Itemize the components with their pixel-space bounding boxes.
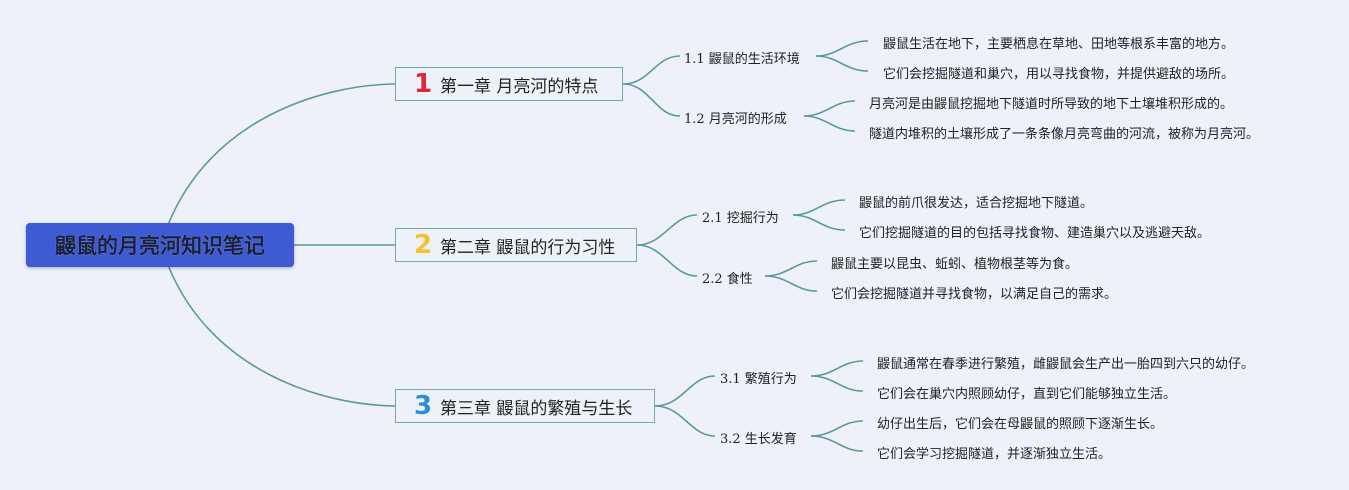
chapter-3-title: 第三章 鼹鼠的繁殖与生长 bbox=[440, 398, 633, 419]
ch1-to-sec-1-1-link bbox=[622, 55, 681, 85]
leaf-2-1-b[interactable]: 它们挖掘隧道的目的包括寻找食物、建造巢穴以及逃避天敌。 bbox=[859, 226, 1211, 241]
root-to-chapter-3-link bbox=[167, 264, 396, 407]
sec-2-2-to-leaf-b bbox=[764, 275, 818, 292]
leaf-2-2-b[interactable]: 它们会挖掘隧道并寻找食物，以满足自己的需求。 bbox=[831, 287, 1118, 302]
chapter-3-topic[interactable]: 3 第三章 鼹鼠的繁殖与生长 bbox=[395, 389, 655, 423]
root-topic[interactable]: 鼹鼠的月亮河知识笔记 bbox=[26, 223, 294, 267]
sec-3-2-to-leaf-b bbox=[810, 435, 864, 452]
section-3-2[interactable]: 3.2 生长发育 bbox=[720, 432, 797, 447]
sec-1-2-to-leaf-b bbox=[803, 115, 856, 132]
leaf-1-2-a[interactable]: 月亮河是由鼹鼠挖掘地下隧道时所导致的地下土壤堆积形成的。 bbox=[869, 97, 1234, 112]
section-3-1[interactable]: 3.1 繁殖行为 bbox=[720, 372, 797, 387]
number-1-icon: 1 bbox=[414, 69, 433, 99]
chapter-2-topic[interactable]: 2 第二章 鼹鼠的行为习性 bbox=[395, 228, 637, 262]
leaf-2-1-a[interactable]: 鼹鼠的前爪很发达，适合挖掘地下隧道。 bbox=[859, 196, 1094, 211]
number-2-icon: 2 bbox=[414, 230, 433, 260]
section-1-2[interactable]: 1.2 月亮河的形成 bbox=[684, 112, 787, 127]
ch2-to-sec-2-2-link bbox=[636, 244, 698, 277]
root-title: 鼹鼠的月亮河知识笔记 bbox=[55, 234, 265, 258]
root-to-chapter-1-link bbox=[167, 83, 396, 226]
ch1-to-sec-1-2-link bbox=[622, 83, 681, 117]
chapter-1-title: 第一章 月亮河的特点 bbox=[440, 76, 599, 97]
leaf-1-2-b[interactable]: 隧道内堆积的土壤形成了一条条像月亮弯曲的河流，被称为月亮河。 bbox=[869, 127, 1260, 142]
sec-1-1-to-leaf-b bbox=[815, 55, 869, 72]
chapter-2-title: 第二章 鼹鼠的行为习性 bbox=[440, 237, 616, 258]
leaf-1-1-a[interactable]: 鼹鼠生活在地下，主要栖息在草地、田地等根系丰富的地方。 bbox=[883, 37, 1235, 52]
leaf-3-2-a[interactable]: 幼仔出生后，它们会在母鼹鼠的照顾下逐渐生长。 bbox=[877, 417, 1164, 432]
leaf-3-1-a[interactable]: 鼹鼠通常在春季进行繁殖，雌鼹鼠会生产出一胎四到六只的幼仔。 bbox=[877, 357, 1255, 372]
ch3-to-sec-3-1-link bbox=[654, 375, 716, 407]
sec-1-2-to-leaf-a bbox=[803, 100, 856, 117]
number-3-icon: 3 bbox=[414, 391, 433, 421]
section-1-1[interactable]: 1.1 鼹鼠的生活环境 bbox=[684, 52, 800, 67]
sec-3-1-to-leaf-a bbox=[810, 360, 864, 377]
leaf-3-1-b[interactable]: 它们会在巢穴内照顾幼仔，直到它们能够独立生活。 bbox=[877, 387, 1177, 402]
sec-2-1-to-leaf-b bbox=[792, 214, 846, 231]
sec-2-1-to-leaf-a bbox=[792, 199, 846, 216]
chapter-1-topic[interactable]: 1 第一章 月亮河的特点 bbox=[395, 67, 623, 101]
sec-2-2-to-leaf-a bbox=[764, 260, 818, 277]
ch2-to-sec-2-1-link bbox=[636, 214, 698, 246]
ch3-to-sec-3-2-link bbox=[654, 405, 716, 437]
leaf-1-1-b[interactable]: 它们会挖掘隧道和巢穴，用以寻找食物，并提供避敌的场所。 bbox=[883, 67, 1235, 82]
leaf-2-2-a[interactable]: 鼹鼠主要以昆虫、蚯蚓、植物根茎等为食。 bbox=[831, 257, 1079, 272]
sec-3-2-to-leaf-a bbox=[810, 420, 864, 437]
section-2-2[interactable]: 2.2 食性 bbox=[702, 272, 753, 287]
sec-1-1-to-leaf-a bbox=[815, 40, 869, 57]
sec-3-1-to-leaf-b bbox=[810, 375, 864, 392]
section-2-1[interactable]: 2.1 挖掘行为 bbox=[702, 211, 779, 226]
leaf-3-2-b[interactable]: 它们会学习挖掘隧道，并逐渐独立生活。 bbox=[877, 447, 1112, 462]
